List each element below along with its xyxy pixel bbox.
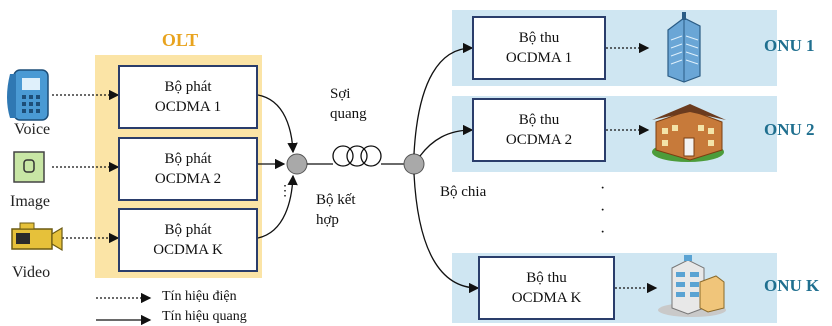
source-label-voice: Voice xyxy=(14,121,51,138)
receiver-box-2: Bộ thu OCDMA 2 xyxy=(472,98,606,162)
olt-title: OLT xyxy=(161,30,199,50)
video-camera-icon xyxy=(11,222,63,252)
combiner-label-line1: Bộ kết xyxy=(316,192,356,208)
transmitter-1-line1: Bộ phát xyxy=(164,79,212,95)
receiver-2-line2: OCDMA 2 xyxy=(505,132,573,148)
house-building-icon xyxy=(652,104,726,162)
splitter-node xyxy=(403,153,425,175)
receiver-ellipsis: ··· xyxy=(600,180,606,241)
transmitter-box-2: Bộ phát OCDMA 2 xyxy=(118,137,258,201)
splitter-label: Bộ chia xyxy=(440,184,487,200)
fiber-coil-icon xyxy=(332,145,382,167)
fiber-label-line1: Sợi xyxy=(330,86,351,102)
source-label-video: Video xyxy=(12,264,51,281)
fiber-label-line2: quang xyxy=(330,106,367,122)
receiver-1-line2: OCDMA 1 xyxy=(505,50,573,66)
combiner-node xyxy=(286,153,308,175)
transmitter-k-line1: Bộ phát xyxy=(164,222,212,238)
combiner-ellipsis: ⋮ xyxy=(278,184,292,199)
transmitter-2-line1: Bộ phát xyxy=(164,151,212,167)
transmitter-box-k: Bộ phát OCDMA K xyxy=(118,208,258,272)
transmitter-k-line2: OCDMA K xyxy=(153,242,223,258)
onu-label-1: ONU 1 xyxy=(764,36,815,55)
receiver-box-k: Bộ thu OCDMA K xyxy=(478,256,615,320)
legend-electrical-label: Tín hiệu điện xyxy=(162,289,237,304)
transmitter-box-1: Bộ phát OCDMA 1 xyxy=(118,65,258,129)
receiver-k-line1: Bộ thu xyxy=(526,270,567,286)
receiver-2-line1: Bộ thu xyxy=(518,112,560,128)
transmitter-1-line2: OCDMA 1 xyxy=(154,99,222,115)
txk-to-combiner xyxy=(257,174,298,239)
combiner-label-line2: hợp xyxy=(316,212,339,228)
camera-icon xyxy=(13,151,45,183)
apartment-building-icon xyxy=(658,255,726,317)
splitter-to-rx1 xyxy=(413,42,474,155)
splitter-to-rx2 xyxy=(419,124,474,157)
legend-optical-label: Tín hiệu quang xyxy=(162,309,247,324)
transmitter-2-line2: OCDMA 2 xyxy=(154,171,222,187)
onu-label-k: ONU K xyxy=(764,276,820,295)
phone-icon xyxy=(7,69,49,121)
receiver-box-1: Bộ thu OCDMA 1 xyxy=(472,16,606,80)
splitter-to-rxk xyxy=(413,173,480,294)
receiver-k-line2: OCDMA K xyxy=(511,290,582,306)
office-tower-icon xyxy=(667,12,701,83)
source-label-image: Image xyxy=(10,193,50,210)
tx1-to-combiner xyxy=(257,94,298,154)
receiver-1-line1: Bộ thu xyxy=(518,30,560,46)
onu-label-2: ONU 2 xyxy=(764,120,815,139)
